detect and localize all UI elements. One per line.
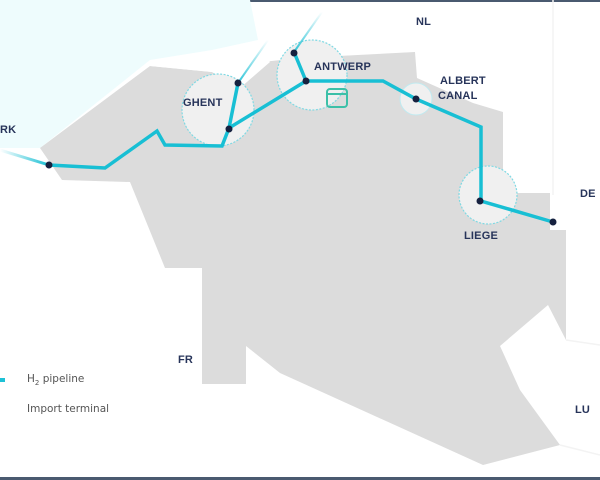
antwerp-hub-circle[interactable] xyxy=(276,39,348,111)
node-de-border[interactable] xyxy=(549,218,557,226)
border-line-lu-south xyxy=(559,444,600,456)
belgium-territory xyxy=(40,52,566,465)
node-liege[interactable] xyxy=(476,197,484,205)
bottom-border xyxy=(0,477,600,480)
legend-pipeline-label: H2 pipeline xyxy=(27,373,85,388)
node-antwerp[interactable] xyxy=(302,77,310,85)
border-line-lu xyxy=(565,339,600,346)
hub-label-antwerp: ANTWERP xyxy=(314,61,372,73)
node-ghent[interactable] xyxy=(225,125,233,133)
hub-label-albert-canal-2: CANAL xyxy=(438,90,478,102)
legend-terminal-label: Import terminal xyxy=(27,403,110,415)
pipeline-uk-link xyxy=(0,148,50,167)
import-terminal-icon[interactable] xyxy=(326,88,348,108)
ghent-hub-circle[interactable] xyxy=(181,73,255,147)
hub-label-ghent: GHENT xyxy=(183,97,223,109)
hub-label-albert-canal-1: ALBERT xyxy=(440,75,486,87)
north-sea xyxy=(0,0,258,148)
pipeline-antwerp-offshore xyxy=(293,11,323,53)
country-label-uk: RK xyxy=(0,124,17,136)
node-antwerp-north[interactable] xyxy=(290,49,298,57)
country-label-lu: LU xyxy=(575,404,591,416)
country-label-nl: NL xyxy=(416,16,432,28)
country-label-de: DE xyxy=(580,188,596,200)
country-label-fr: FR xyxy=(178,354,194,366)
node-ghent-north[interactable] xyxy=(234,79,242,87)
legend-pipeline-swatch xyxy=(0,378,5,382)
liege-hub-circle[interactable] xyxy=(458,165,518,225)
node-coast[interactable] xyxy=(45,161,53,169)
hub-label-liege: LIEGE xyxy=(464,230,499,242)
h2-pipeline-antwerp-liege[interactable] xyxy=(306,79,554,224)
node-albert-canal[interactable] xyxy=(412,95,420,103)
pipeline-ghent-offshore xyxy=(237,39,269,84)
top-border xyxy=(0,0,600,2)
